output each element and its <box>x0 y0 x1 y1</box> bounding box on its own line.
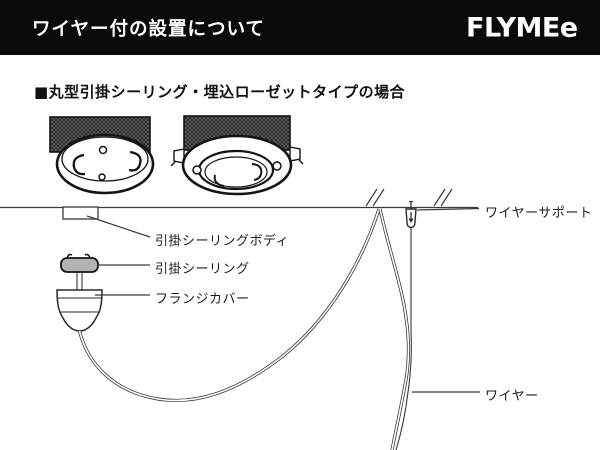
ceiling-body-label-line <box>86 215 151 238</box>
embedded-rosette-drawing-icon <box>170 115 304 196</box>
flymee-logo: FLYMEe <box>466 12 578 43</box>
wire-support-shape <box>405 200 417 229</box>
header-bar: ワイヤー付の設置について FLYMEe <box>0 0 600 55</box>
hanging-ceiling-cap-shape <box>60 253 99 273</box>
flange-cover-shape <box>56 289 103 332</box>
wire-label: ワイヤー <box>485 389 539 404</box>
pendant-cord-path <box>77 208 411 450</box>
page-title: ワイヤー付の設置について <box>32 18 265 40</box>
ceiling-hatch-marks-icon <box>365 188 453 207</box>
wire-path <box>395 227 412 450</box>
round-hook-ceiling-drawing-icon <box>49 116 155 195</box>
cord-stem <box>76 272 83 290</box>
ceiling-body-shape <box>62 206 99 220</box>
wire-support-label-line <box>416 207 480 211</box>
flange-cover-label: フランジカバー <box>155 292 250 307</box>
wire-support-label: ワイヤーサポート <box>485 206 593 221</box>
ceiling-body-label: 引掛シーリングボディ <box>155 234 290 249</box>
hanging-ceiling-label: 引掛シーリング <box>155 262 250 277</box>
section-heading: ■丸型引掛シーリング・埋込ローゼットタイプの場合 <box>34 83 406 101</box>
